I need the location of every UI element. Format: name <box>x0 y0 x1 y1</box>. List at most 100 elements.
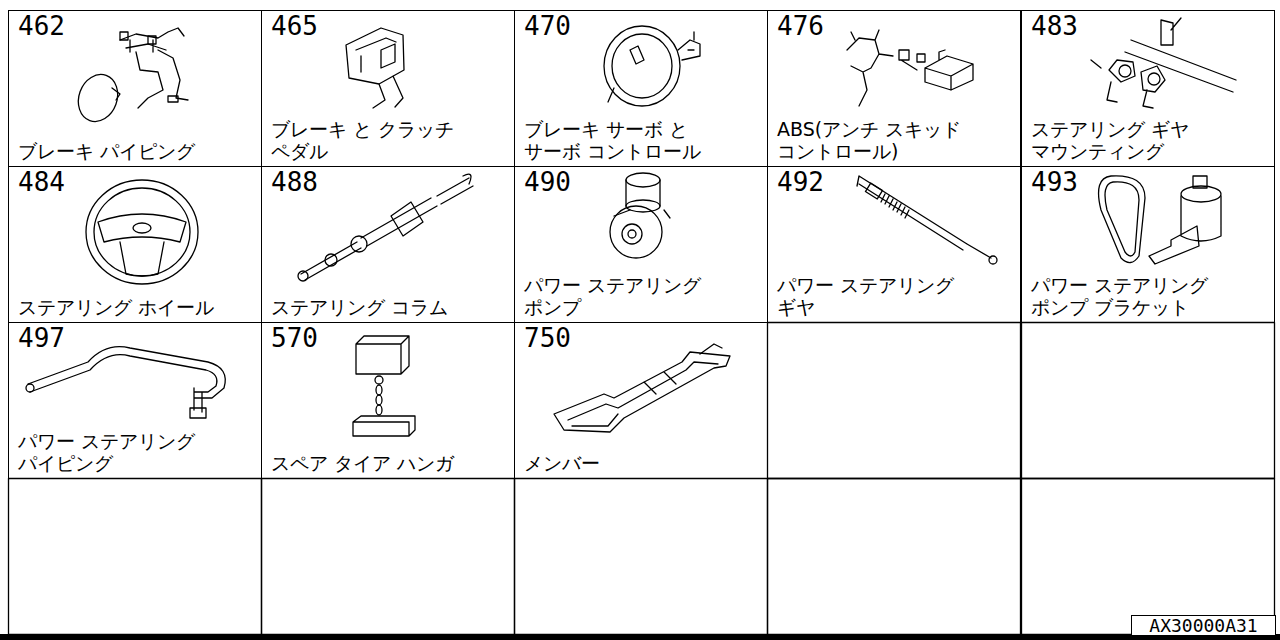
part-name: ブレーキ パイピング <box>18 140 218 162</box>
catalog-cell: 492 パワー ステアリング ギヤ <box>767 166 1021 323</box>
catalog-cell: 465 ブレーキ と クラッチ ペダル <box>261 10 515 167</box>
servo-body <box>612 34 672 98</box>
hose-fitting <box>190 408 206 418</box>
wheel-rim <box>94 188 190 276</box>
drawing-code-box: AX30000A31 <box>1131 615 1276 636</box>
steering-wheel-illustration <box>86 180 198 284</box>
callout-number: 493 <box>1031 168 1270 196</box>
empty-cell <box>768 323 1021 479</box>
callout-number: 462 <box>18 12 257 40</box>
empty-cell <box>9 323 1275 635</box>
servo-body <box>604 26 680 106</box>
chain-link <box>376 395 382 405</box>
callout-number: 484 <box>18 168 257 196</box>
pump-body <box>610 206 662 258</box>
callout-number: 497 <box>18 324 257 352</box>
callout-number: 476 <box>777 12 1016 40</box>
hose-end <box>26 384 34 392</box>
part-name: パワー ステアリング パイピング <box>18 430 218 474</box>
empty-cell <box>515 479 768 635</box>
part-name: ブレーキ サーボ と サーボ コントロール <box>524 118 724 162</box>
pipe-joint <box>120 32 128 40</box>
brake-pipe <box>112 28 188 108</box>
universal-joint <box>325 254 337 266</box>
ps-bracket-illustration <box>1099 176 1221 264</box>
gear-rack <box>857 176 991 258</box>
pump-pulley-hub <box>628 230 636 238</box>
abs-actuator <box>847 30 925 106</box>
pump-reservoir <box>626 173 660 187</box>
pump-reservoir <box>614 180 670 218</box>
ps-pump-illustration <box>610 173 670 258</box>
column-shaft <box>301 174 473 280</box>
abs-control-unit <box>925 50 973 90</box>
callout-number: 570 <box>271 324 510 352</box>
tie-rod-end <box>989 256 997 264</box>
brake-servo-illustration <box>604 26 700 106</box>
empty-cell <box>1022 323 1275 479</box>
catalog-cell: 493 パワー ステアリング ポンプ ブラケット <box>1021 166 1275 323</box>
ps-piping-illustration <box>26 347 225 418</box>
universal-joint <box>298 271 308 281</box>
catalog-cell: 497 パワー ステアリング パイピング <box>8 322 262 479</box>
drawing-code: AX30000A31 <box>1149 616 1257 635</box>
chain-link <box>376 405 382 415</box>
catalog-cell: 488 ステアリング コラム <box>261 166 515 323</box>
catalog-cell: 483 ステアリング ギヤ マウンティング <box>1021 10 1275 167</box>
pipe-clip <box>168 96 178 102</box>
callout-number: 488 <box>271 168 510 196</box>
callout-number: 750 <box>524 324 763 352</box>
part-name: ステアリング ギヤ マウンティング <box>1031 118 1231 162</box>
brake-piping-illustration <box>72 28 188 127</box>
bottom-bar <box>0 634 1280 640</box>
catalog-cell: 750メンバー <box>514 322 768 479</box>
hanger-bracket <box>353 336 415 436</box>
steering-column-illustration <box>298 174 473 281</box>
part-name: パワー ステアリング ギヤ <box>777 274 977 318</box>
callout-number: 490 <box>524 168 763 196</box>
part-name: パワー ステアリング ポンプ <box>524 274 724 318</box>
catalog-cell: 470 ブレーキ サーボ と サーボ コントロール <box>514 10 768 167</box>
pipe-joint <box>148 36 156 44</box>
abs-illustration <box>847 30 973 106</box>
mounting-clamp <box>1091 18 1236 108</box>
wheel-rim <box>86 180 198 284</box>
callout-number: 465 <box>271 12 510 40</box>
pump-bracket <box>1149 196 1221 264</box>
catalog-cell: 476ABS(アンチ スキッド コントロール) <box>767 10 1021 167</box>
mounting-bush <box>1148 73 1160 85</box>
callout-number: 483 <box>1031 12 1270 40</box>
callout-number: 470 <box>524 12 763 40</box>
callout-number: 492 <box>777 168 1016 196</box>
empty-cell <box>9 479 262 635</box>
catalog-cell: 490 パワー ステアリング ポンプ <box>514 166 768 323</box>
universal-joint <box>351 236 367 252</box>
part-name: スペア タイア ハンガ <box>271 452 471 474</box>
pressure-hose <box>28 347 225 412</box>
pump-cap <box>1193 176 1207 188</box>
wheel-spoke <box>98 214 186 276</box>
part-name: パワー ステアリング ポンプ ブラケット <box>1031 274 1231 318</box>
gear-mounting-illustration <box>1091 18 1236 108</box>
gear-housing <box>865 183 882 199</box>
part-name: ステアリング ホイール <box>18 296 257 318</box>
master-cylinder <box>72 69 124 127</box>
ps-gear-illustration <box>857 176 997 264</box>
column-flange <box>391 202 423 236</box>
mounting-bush <box>1119 65 1131 77</box>
part-name: ブレーキ と クラッチ ペダル <box>271 118 471 162</box>
part-name: ステアリング コラム <box>271 296 471 318</box>
part-name: ABS(アンチ スキッド コントロール) <box>777 118 977 162</box>
spare-hanger-illustration <box>353 336 415 436</box>
empty-cell <box>768 479 1021 635</box>
hanger-bolt <box>375 376 383 384</box>
servo-detail <box>608 32 700 102</box>
pump-pulley-hub <box>622 224 642 244</box>
frame-member <box>554 344 730 432</box>
drive-belt <box>1099 176 1145 263</box>
empty-cell <box>1022 479 1275 635</box>
pedal-illustration <box>346 28 404 108</box>
catalog-cell: 570 スペア タイア ハンガ <box>261 322 515 479</box>
